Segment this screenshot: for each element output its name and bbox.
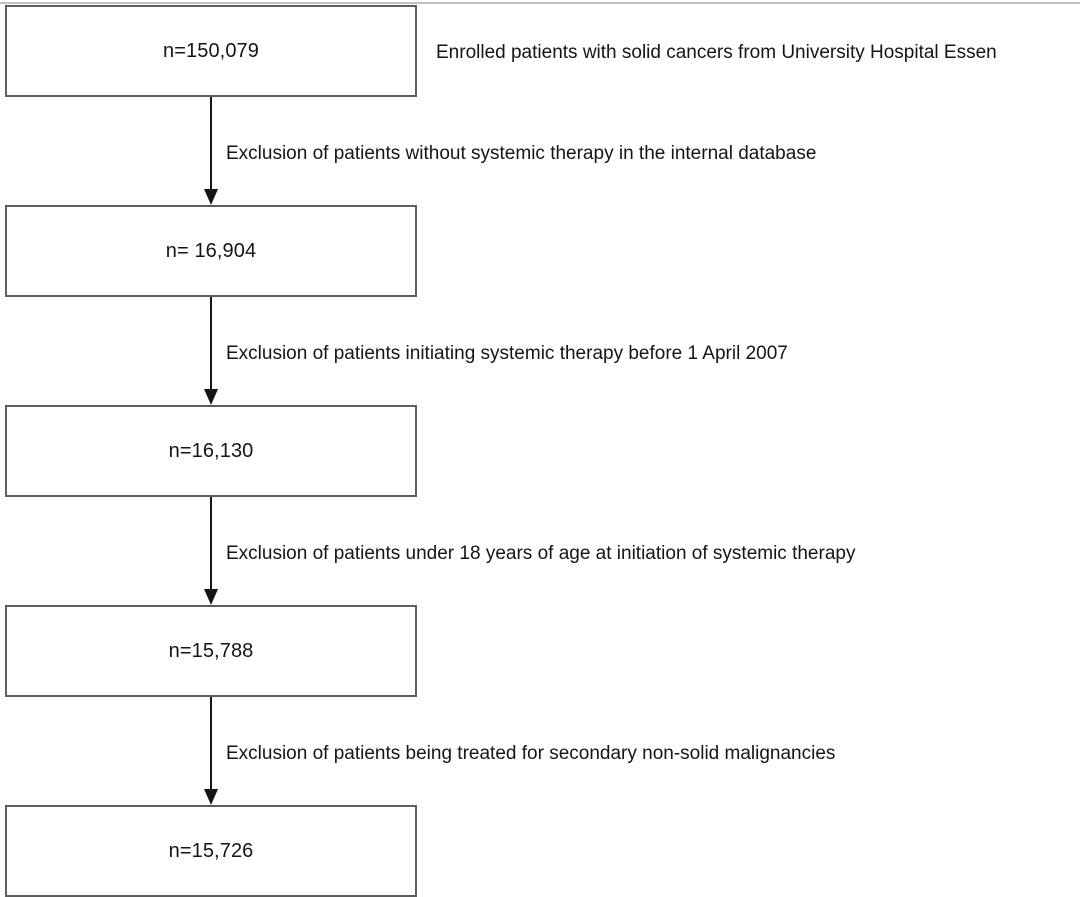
edge-4-shaft [210, 697, 212, 791]
flowchart-node-4: n=15,788 [5, 605, 417, 697]
edge-3-arrowhead [204, 589, 218, 605]
edge-3-shaft [210, 497, 212, 591]
edge-3-label: Exclusion of patients under 18 years of … [226, 543, 856, 564]
flowchart-node-1: n=150,079 [5, 5, 417, 97]
edge-2-arrowhead [204, 389, 218, 405]
node-5-count: n=15,726 [168, 840, 254, 862]
edge-4-arrowhead [204, 789, 218, 805]
edge-4-label: Exclusion of patients being treated for … [226, 743, 836, 764]
page-top-rule [0, 2, 1080, 4]
flowchart-node-5: n=15,726 [5, 805, 417, 897]
node-2-count: n= 16,904 [165, 240, 257, 262]
edge-1-label: Exclusion of patients without systemic t… [226, 143, 817, 164]
node-1-side-label: Enrolled patients with solid cancers fro… [436, 42, 997, 63]
node-4-count: n=15,788 [168, 640, 254, 662]
flowchart-node-2: n= 16,904 [5, 205, 417, 297]
node-3-count: n=16,130 [168, 440, 254, 462]
flowchart-node-3: n=16,130 [5, 405, 417, 497]
edge-2-shaft [210, 297, 212, 391]
edge-1-arrowhead [204, 189, 218, 205]
node-1-count: n=150,079 [163, 40, 259, 62]
edge-2-label: Exclusion of patients initiating systemi… [226, 343, 788, 364]
edge-1-shaft [210, 97, 212, 191]
